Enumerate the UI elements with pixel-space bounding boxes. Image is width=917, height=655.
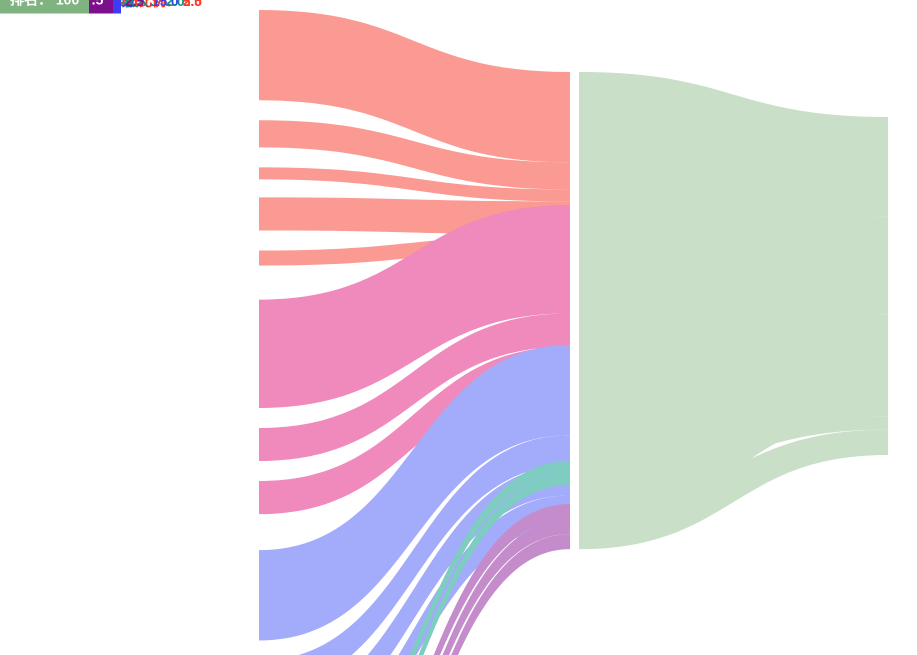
- sankey-link: [451, 534, 570, 655]
- sankey-link: [259, 345, 570, 641]
- sankey-link: [579, 416, 888, 486]
- sankey-link: [297, 435, 570, 655]
- sankey-link: [579, 429, 888, 550]
- sankey-link: [579, 72, 888, 250]
- target-label-rank: 排名： 100: [0, 0, 90, 14]
- sankey-link: [442, 519, 570, 655]
- sankey-link: [259, 313, 570, 462]
- sankey-link: [259, 167, 570, 202]
- sankey-link: [367, 465, 570, 655]
- sankey-link: [259, 120, 570, 190]
- sankey-link: [259, 10, 570, 163]
- links-layer: [259, 10, 888, 655]
- sankey-link: [433, 504, 570, 655]
- sankey-link: [259, 205, 570, 408]
- sankey-link: [579, 205, 888, 380]
